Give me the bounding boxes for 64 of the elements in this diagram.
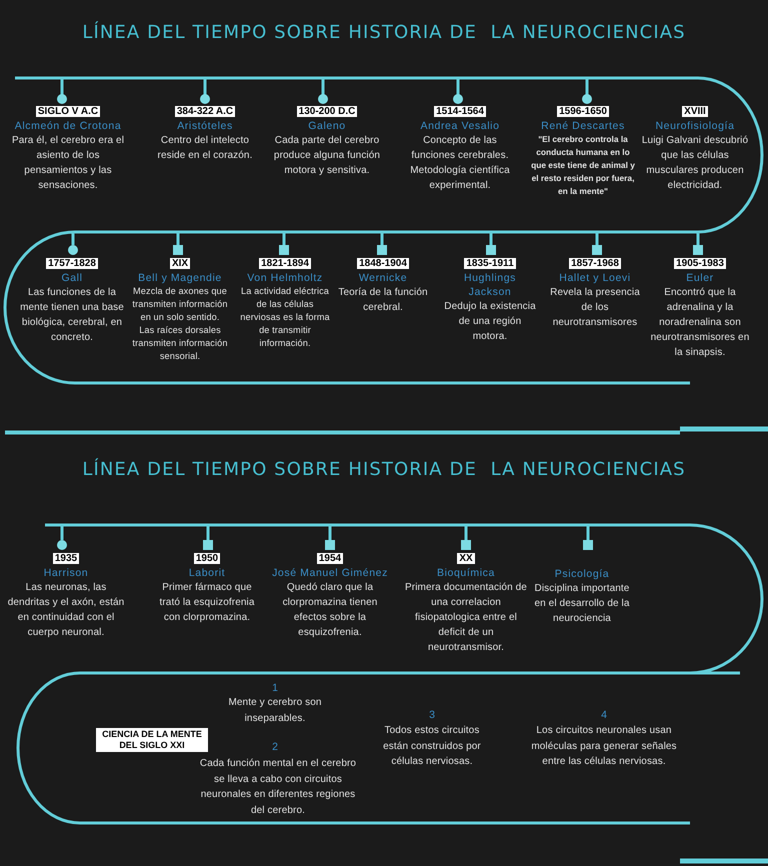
event-heading: Bioquímica bbox=[437, 566, 495, 580]
description-text: Cada parte del cerebro produce alguna función motora y sensitiva. bbox=[272, 134, 382, 178]
date-label: 1821-1894 bbox=[259, 258, 311, 269]
description-text: Disciplina importante en el desarrollo de la neurociencia bbox=[533, 582, 631, 626]
description-text: Teoría de la función cerebral. bbox=[337, 286, 429, 315]
description-text: Primer fármaco que trató la esquizofrenia con clorpromazina. bbox=[158, 581, 256, 625]
description-text: Revela la presencia de los neurotransmisores bbox=[549, 286, 641, 330]
title-heading: LÍNEA DEL TIEMPO SOBRE HISTORIA DE LA NEUROCIENCIAS bbox=[82, 22, 686, 43]
date-label: XX bbox=[457, 553, 475, 564]
principle-text: Cada función mental en el cerebro se lleva a cabo con circuitos neuronales en diferentes regiones del cerebro. bbox=[198, 757, 358, 818]
description-text: Centro del intelecto reside en el corazón. bbox=[156, 134, 254, 163]
description-text: Concepto de las funciones cerebrales. Metodología científica experimental. bbox=[409, 134, 511, 193]
date-label: 1950 bbox=[194, 553, 220, 564]
date-label: 130-200 D.C bbox=[296, 106, 358, 117]
description-text: Quedó claro que la clorpromazina tienen efectos sobre la esquizofrenia. bbox=[282, 581, 378, 640]
date-label: 1905-1983 bbox=[674, 258, 726, 269]
date-label: 1857-1968 bbox=[569, 258, 621, 269]
event-heading: Laborit bbox=[188, 566, 226, 580]
event-heading: Andrea Vesalio bbox=[420, 119, 500, 133]
date-label: 1835-1911 bbox=[464, 258, 516, 269]
event-heading: René Descartes bbox=[541, 119, 625, 133]
event-heading: Wernicke bbox=[358, 271, 408, 285]
description-text: La actividad eléctrica de las células nerviosas es la forma de transmitir información. bbox=[239, 285, 331, 350]
description-text: Primera documentación de una correlacion fisiopatologica entre el deficit de un neurotransmisor. bbox=[404, 581, 528, 655]
event-heading: Hughlings Jackson bbox=[462, 271, 518, 299]
step-number: 2 bbox=[272, 741, 278, 754]
event-heading: José Manuel Giménez bbox=[272, 566, 388, 580]
event-heading: Aristóteles bbox=[177, 119, 233, 133]
event-heading: Euler bbox=[686, 271, 714, 285]
description-text: Las funciones de la mente tienen una base biológica, cerebral, en concreto. bbox=[19, 286, 125, 345]
event-heading: Neurofisiología bbox=[655, 119, 735, 133]
event-heading: Alcmeón de Crotona bbox=[14, 119, 122, 133]
description-text: Las neuronas, las dendritas y el axón, están en continuidad con el cuerpo neuronal. bbox=[6, 581, 126, 640]
date-label: 1954 bbox=[316, 553, 344, 564]
description-text: Luigi Galvani descubrió que las células musculares producen electricidad. bbox=[640, 134, 750, 193]
event-heading: Galeno bbox=[308, 119, 346, 133]
description-text: Dedujo la existencia de una región motora. bbox=[443, 300, 537, 344]
description-text: Para él, el cerebro era el asiento de los pensamientos y las sensaciones. bbox=[10, 134, 126, 193]
principle-text: Los circuitos neuronales usan moléculas para generar señales entre las células nerviosas. bbox=[530, 724, 678, 769]
date-label: 1848-1904 bbox=[357, 258, 409, 269]
description-text: Encontró que la adrenalina y la noradrenalina son neurotransmisores en la sinapsis. bbox=[650, 286, 750, 360]
description-text: Mezcla de axones que transmiten información en un solo sentido. Las raíces dorsales transmiten información sensorial. bbox=[132, 285, 228, 363]
description-text: "El cerebro controla la conducta humana en lo que este tiene de animal y el resto residen por fuera, en la mente" bbox=[531, 133, 635, 198]
date-label: 1757-1828 bbox=[46, 258, 98, 269]
date-label: XVIII bbox=[682, 106, 708, 117]
date-label: 1596-1650 bbox=[557, 106, 609, 117]
event-heading: Hallet y Loevi bbox=[559, 271, 631, 285]
event-heading: Von Helmholtz bbox=[247, 271, 323, 285]
date-label: 1514-1564 bbox=[434, 106, 486, 117]
event-heading: Psicología bbox=[554, 567, 610, 581]
title-heading: LÍNEA DEL TIEMPO SOBRE HISTORIA DE LA NEUROCIENCIAS bbox=[82, 459, 686, 480]
step-number: 4 bbox=[601, 709, 607, 722]
step-number: 1 bbox=[272, 682, 278, 695]
event-heading: Bell y Magendie bbox=[138, 271, 222, 285]
date-label: 384-322 A.C bbox=[174, 106, 236, 117]
date-label: SIGLO V A.C bbox=[36, 106, 100, 117]
principle-text: Mente y cerebro son inseparables. bbox=[227, 696, 323, 726]
event-heading: Gall bbox=[61, 271, 83, 285]
step-number: 3 bbox=[429, 709, 435, 722]
date-label: XIX bbox=[170, 258, 190, 269]
event-heading: Harrison bbox=[44, 566, 88, 580]
date-label: 1935 bbox=[52, 553, 80, 564]
section-heading: CIENCIA DE LA MENTE DEL SIGLO XXI bbox=[96, 728, 208, 752]
principle-text: Todos estos circuitos están construidos por células nerviosas. bbox=[382, 724, 482, 769]
